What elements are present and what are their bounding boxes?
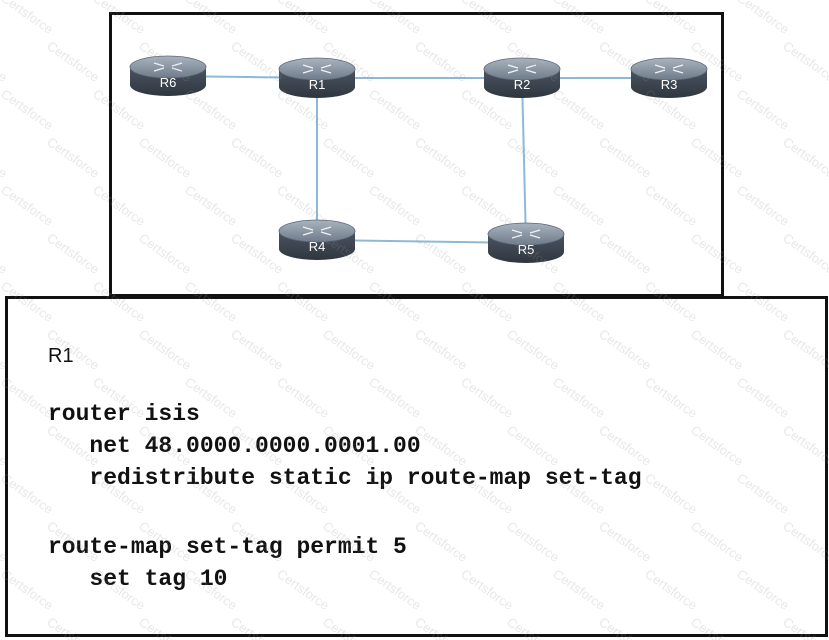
watermark-text: Certsforce — [734, 86, 792, 133]
router-top — [483, 57, 561, 81]
watermark-text: Certsforce — [0, 38, 10, 85]
config-line: router isis — [48, 401, 200, 427]
router-r3: R3 — [630, 57, 708, 98]
config-line: redistribute static ip route-map set-tag — [48, 465, 642, 491]
config-panel: R1 router isis net 48.0000.0000.0001.00 … — [5, 296, 828, 637]
watermark-text: Certsforce — [0, 0, 56, 37]
config-device-label: R1 — [48, 345, 74, 367]
router-arrows-icon — [511, 229, 541, 239]
router-top — [630, 57, 708, 81]
watermark-text: Certsforce — [0, 182, 56, 229]
config-line: set tag 10 — [48, 566, 228, 592]
router-top — [129, 55, 207, 79]
watermark-text: Certsforce — [0, 134, 10, 181]
router-arrows-icon — [507, 64, 537, 74]
router-r6: R6 — [129, 55, 207, 96]
router-top — [487, 222, 565, 246]
watermark-text: Certsforce — [0, 230, 10, 277]
router-label: R5 — [518, 242, 535, 257]
watermark-text: Certsforce — [44, 38, 102, 85]
watermark-text: Certsforce — [734, 0, 792, 37]
router-arrows-icon — [302, 226, 332, 236]
watermark-text: Certsforce — [780, 230, 829, 277]
watermark-text: Certsforce — [734, 182, 792, 229]
watermark-text: Certsforce — [44, 134, 102, 181]
router-r2: R2 — [483, 57, 561, 98]
router-label: R6 — [160, 75, 177, 90]
config-line: net 48.0000.0000.0001.00 — [48, 433, 421, 459]
router-top — [278, 57, 356, 81]
router-r1: R1 — [278, 57, 356, 98]
link-r2-r5 — [521, 77, 527, 244]
watermark-text: Certsforce — [780, 134, 829, 181]
router-label: R4 — [309, 239, 326, 254]
links-layer — [167, 75, 669, 244]
router-arrows-icon — [153, 62, 183, 72]
watermark-text: Certsforce — [44, 230, 102, 277]
config-line: route-map set-tag permit 5 — [48, 534, 407, 560]
watermark-text: Certsforce — [0, 86, 56, 133]
router-arrows-icon — [654, 64, 684, 74]
router-label: R1 — [309, 77, 326, 92]
router-label: R2 — [514, 77, 531, 92]
router-arrows-icon — [302, 64, 332, 74]
router-top — [278, 219, 356, 243]
router-r4: R4 — [278, 219, 356, 260]
router-label: R3 — [661, 77, 678, 92]
watermark-text: Certsforce — [780, 38, 829, 85]
router-r5: R5 — [487, 222, 565, 263]
